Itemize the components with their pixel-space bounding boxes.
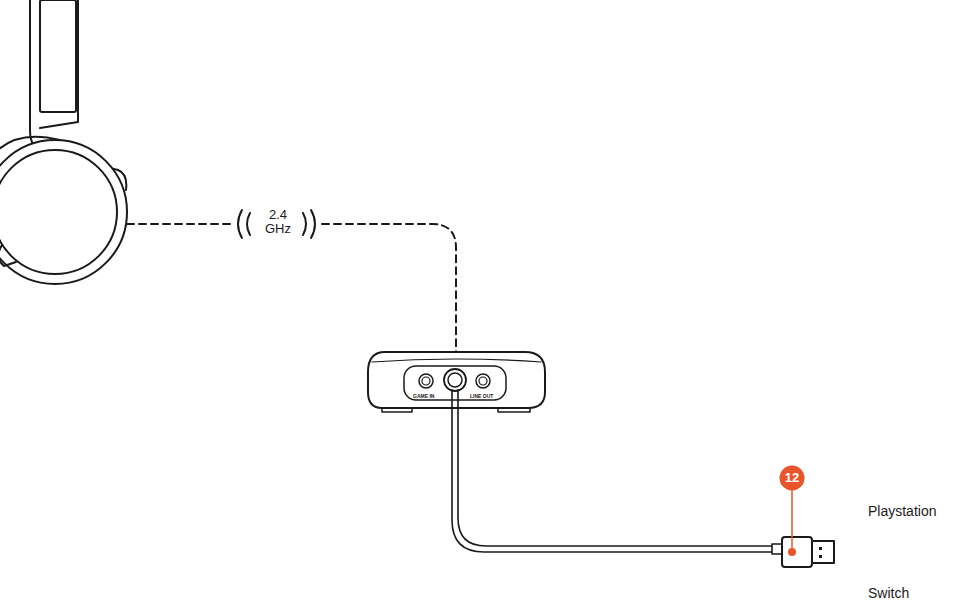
platform-label: Playstation xyxy=(868,503,936,519)
port-label: LINE OUT xyxy=(470,393,493,399)
callout-number: 12 xyxy=(780,466,804,490)
port-label: GAME IN xyxy=(413,393,434,399)
usb-cable xyxy=(452,390,772,552)
callout xyxy=(780,466,805,557)
headset xyxy=(0,0,127,284)
wireless-link xyxy=(127,210,456,352)
transmitter-base xyxy=(368,352,545,412)
platform-label: Switch xyxy=(868,585,909,601)
usb-plug xyxy=(772,537,834,567)
frequency-label: 2.4 GHz xyxy=(262,208,294,235)
